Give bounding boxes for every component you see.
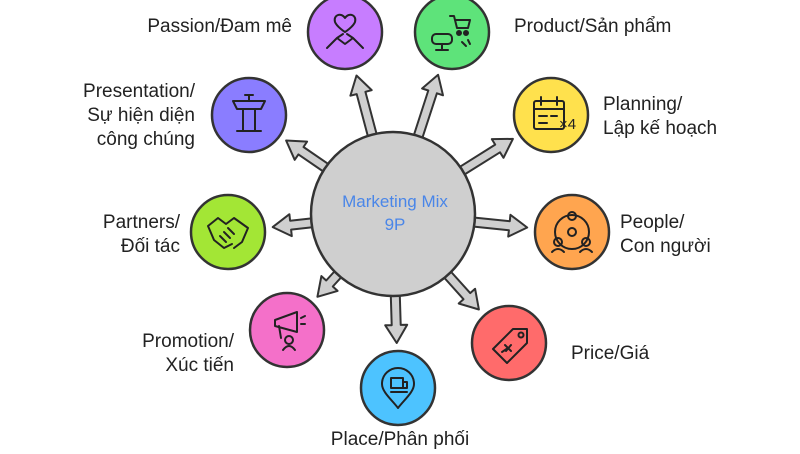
node-circle-price — [470, 304, 548, 382]
label-planning: Planning/ Lập kế hoạch — [603, 94, 718, 139]
arrow-passion — [349, 74, 379, 141]
arrow-product — [411, 73, 444, 143]
node-circle-product — [413, 0, 491, 71]
label-promotion: Promotion/ Xúc tiến — [142, 331, 234, 376]
arrow-presentation — [285, 139, 333, 175]
node-circle-passion — [306, 0, 384, 71]
label-people: People/ Con người — [620, 212, 711, 257]
podium-icon — [232, 94, 266, 132]
node-people — [533, 193, 611, 271]
center-hub: Marketing Mix 9P — [309, 130, 477, 298]
arrow-people — [469, 213, 529, 238]
node-presentation — [210, 76, 288, 154]
shopping-cart-icon — [431, 15, 471, 51]
node-promotion — [248, 291, 326, 369]
arrow-partners — [271, 213, 317, 238]
center-title-line1: Marketing Mix — [342, 192, 448, 211]
handshake-heart-icon — [326, 13, 364, 49]
node-place — [359, 349, 437, 427]
node-product — [413, 0, 491, 71]
price-tag-icon — [492, 328, 528, 364]
megaphone-icon — [274, 311, 306, 351]
node-passion — [306, 0, 384, 71]
calendar-icon: ×4 — [533, 96, 576, 133]
label-place: Place/Phân phối — [330, 429, 470, 450]
node-price — [470, 304, 548, 382]
people-network-icon — [551, 211, 593, 253]
center-title-line2: 9P — [385, 215, 406, 234]
location-pin-icon — [381, 367, 415, 409]
label-presentation: Presentation/ Sự hiện diện công chúng — [83, 81, 195, 150]
center-circle — [309, 130, 477, 298]
node-circle-partners — [189, 193, 267, 271]
arrow-price — [440, 268, 480, 311]
node-circle-presentation — [210, 76, 288, 154]
arrow-place — [384, 290, 409, 344]
handshake-icon — [207, 217, 249, 249]
label-product: Product/Sản phẩm — [514, 16, 672, 37]
node-circle-people — [533, 193, 611, 271]
arrow-planning — [455, 137, 514, 178]
label-partners: Partners/ Đối tác — [102, 212, 180, 257]
svg-text:×4: ×4 — [559, 116, 576, 133]
node-partners — [189, 193, 267, 271]
label-price: Price/Giá — [571, 343, 650, 364]
node-circles: ×4 — [189, 0, 611, 427]
label-passion: Passion/Đam mê — [147, 16, 292, 37]
node-planning: ×4 — [512, 76, 590, 154]
